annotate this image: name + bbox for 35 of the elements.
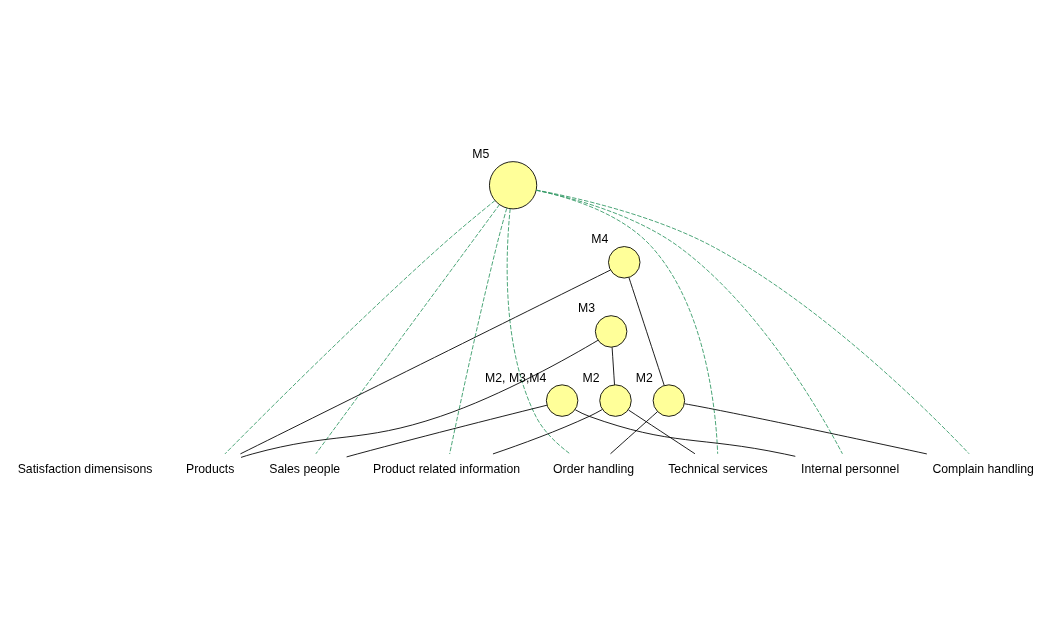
node-text: Products (186, 461, 235, 476)
node-label: M2 (635, 370, 653, 385)
node-label: M3 (578, 301, 596, 316)
connector (684, 403, 928, 455)
connector (611, 346, 615, 386)
node-circle (545, 384, 579, 417)
connector (535, 189, 970, 455)
connector (628, 409, 696, 455)
connector (536, 189, 843, 455)
node-text: Complain handling (932, 461, 1034, 476)
connector (506, 208, 571, 455)
connector (315, 204, 500, 455)
node-circle (608, 246, 641, 279)
node-circle (599, 384, 632, 417)
connector (574, 409, 796, 457)
node-circle (594, 315, 628, 348)
connector (240, 339, 599, 458)
connector (610, 411, 658, 455)
connector (449, 207, 508, 455)
connector (628, 277, 665, 386)
node-text: Order handling (553, 461, 635, 476)
connector (239, 269, 611, 455)
node-circle (652, 384, 686, 417)
node-text: Sales people (269, 461, 341, 476)
connector (224, 200, 496, 455)
connector (492, 409, 603, 455)
label: Satisfaction dimensisons (17, 461, 153, 476)
node-text: Internal personnel (801, 461, 900, 476)
node-label: M2 (582, 370, 600, 385)
connector (346, 404, 548, 458)
node-label: M4 (591, 232, 609, 247)
node-text: Product related information (373, 461, 521, 476)
node-circle (489, 161, 538, 210)
node-label: M5 (472, 147, 490, 162)
node-text: Technical services (668, 461, 768, 476)
